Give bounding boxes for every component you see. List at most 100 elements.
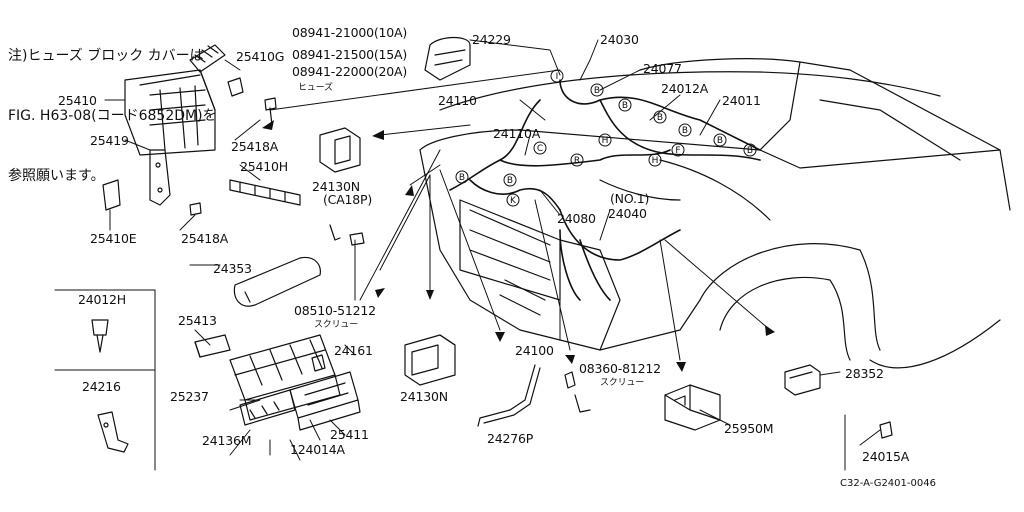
bolt-25418a bbox=[189, 97, 277, 216]
label-24161: 24161 bbox=[334, 343, 373, 358]
connector-bubbles bbox=[455, 69, 757, 207]
label-24130n-bottom: 24130N bbox=[400, 389, 448, 404]
label-25410: 25410 bbox=[58, 93, 97, 108]
label-no1: (NO.1) bbox=[610, 191, 650, 206]
note-line-3: 参照願います。 bbox=[8, 168, 105, 184]
bubble-h2 bbox=[648, 153, 662, 167]
bubble-i bbox=[550, 69, 564, 83]
bracket-24216 bbox=[97, 411, 129, 453]
block-25411 bbox=[289, 371, 361, 431]
label-25237: 25237 bbox=[170, 389, 209, 404]
bubble-letter-b8: B bbox=[507, 176, 513, 186]
label-screw-08510: 08510-51212 bbox=[294, 303, 376, 318]
bubble-letter-h1: H bbox=[602, 136, 609, 146]
label-24012h: 24012H bbox=[78, 292, 126, 307]
fuse-caption: ヒューズ bbox=[298, 83, 333, 93]
bubble-b4 bbox=[678, 123, 692, 137]
label-24216: 24216 bbox=[82, 379, 121, 394]
label-24015a: 24015A bbox=[862, 449, 910, 464]
cover-24229 bbox=[424, 36, 471, 81]
label-screw-08360: 08360-81212 bbox=[579, 361, 661, 376]
bubble-b7 bbox=[455, 170, 469, 184]
bubble-letter-b1: B bbox=[594, 86, 600, 96]
wire-harness bbox=[449, 79, 761, 301]
screw-08360 bbox=[564, 371, 591, 413]
bubble-b3 bbox=[653, 110, 667, 124]
car-body-outline bbox=[419, 58, 1011, 369]
bubble-b6 bbox=[743, 143, 757, 157]
connector-24130n-top bbox=[319, 127, 361, 173]
fuse-cover-note: 注)ヒューズ ブロック カバーは FIG. H63-08(コード6852DM)を… bbox=[8, 6, 217, 226]
label-24012a: 24012A bbox=[661, 81, 709, 96]
inset-frames bbox=[54, 289, 846, 471]
fuse-part-20a: 08941-22000(20A) bbox=[292, 64, 408, 79]
bubble-letter-b5: B bbox=[717, 136, 723, 146]
label-25413: 25413 bbox=[178, 313, 217, 328]
bubble-letter-b2: B bbox=[622, 101, 628, 111]
bubble-letter-b6: B bbox=[747, 146, 753, 156]
label-24040: 24040 bbox=[608, 206, 647, 221]
block-25413 bbox=[194, 334, 231, 358]
bubble-letter-h2: H bbox=[652, 156, 659, 166]
clip-24015a bbox=[879, 421, 893, 439]
label-24011: 24011 bbox=[722, 93, 761, 108]
fuse-cover-25410 bbox=[124, 69, 216, 156]
label-25411: 25411 bbox=[330, 427, 369, 442]
bubble-letter-f: F bbox=[675, 146, 680, 156]
label-25410h: 25410H bbox=[240, 159, 288, 174]
label-screw-caption-1: スクリュー bbox=[314, 320, 359, 330]
arrow-heads bbox=[262, 120, 775, 372]
block-24136m bbox=[239, 389, 296, 426]
bubble-b5 bbox=[713, 133, 727, 147]
label-25410e: 25410E bbox=[90, 231, 137, 246]
bracket-25419 bbox=[149, 149, 171, 206]
bubble-f bbox=[671, 143, 685, 157]
bubble-letter-r: R bbox=[574, 156, 580, 166]
label-24077: 24077 bbox=[643, 61, 682, 76]
label-124014a: 124014A bbox=[290, 442, 345, 457]
label-24136m: 24136M bbox=[202, 433, 252, 448]
label-25410g: 25410G bbox=[236, 49, 285, 64]
label-24276p: 24276P bbox=[487, 431, 534, 446]
fuse-block-25237 bbox=[229, 334, 341, 421]
connector-bubble-letters: I B B B B B B C R H H F B B K bbox=[459, 72, 753, 206]
leader-lines bbox=[104, 39, 881, 461]
bubble-b8 bbox=[503, 173, 517, 187]
bubble-b1 bbox=[590, 83, 604, 97]
fuse-part-10a: 08941-21000(10A) bbox=[292, 25, 408, 40]
clip-small bbox=[227, 77, 244, 97]
label-24100: 24100 bbox=[515, 343, 554, 358]
bubble-r bbox=[570, 153, 584, 167]
connector-24130n-bottom bbox=[404, 334, 456, 386]
relay-25950m bbox=[664, 384, 721, 431]
label-24080: 24080 bbox=[557, 211, 596, 226]
label-24130n-top: 24130N bbox=[312, 179, 360, 194]
screw-08510 bbox=[329, 224, 365, 246]
bubble-k bbox=[506, 193, 520, 207]
label-25418a-bottom: 25418A bbox=[181, 231, 229, 246]
rod-24276p bbox=[477, 364, 541, 427]
strip-25410h bbox=[229, 179, 301, 206]
figure-reference-code: C32-A-G2401-0046 bbox=[840, 478, 936, 489]
bubble-b2 bbox=[618, 98, 632, 112]
connector-25410g bbox=[189, 44, 226, 73]
note-line-2: FIG. H63-08(コード6852DM)を bbox=[8, 108, 217, 124]
clip-24012h bbox=[91, 319, 109, 353]
fuse-part-15a: 08941-21500(15A) bbox=[292, 47, 408, 62]
label-24110: 24110 bbox=[438, 93, 477, 108]
bubble-h1 bbox=[598, 133, 612, 147]
bubble-letter-k: K bbox=[510, 196, 517, 206]
label-28352: 28352 bbox=[845, 366, 884, 381]
label-24110a: 24110A bbox=[493, 126, 541, 141]
bubble-c bbox=[533, 141, 547, 155]
bubble-letter-b4: B bbox=[682, 126, 688, 136]
bubble-letter-c: C bbox=[537, 144, 543, 154]
label-ca18p: (CA18P) bbox=[323, 192, 373, 207]
cover-24353 bbox=[233, 256, 321, 307]
label-24353: 24353 bbox=[213, 261, 252, 276]
label-24030: 24030 bbox=[600, 32, 639, 47]
label-24229: 24229 bbox=[472, 32, 511, 47]
bubble-letter-b3: B bbox=[657, 113, 663, 123]
